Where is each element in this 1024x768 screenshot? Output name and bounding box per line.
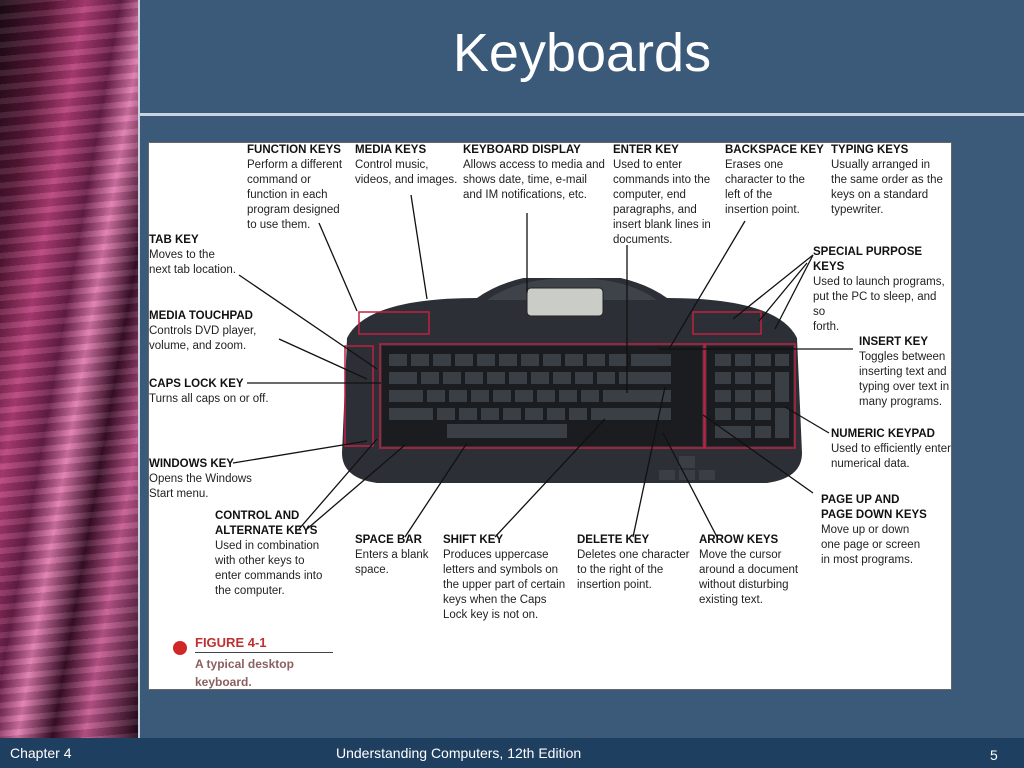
publisher-logo-icon xyxy=(173,641,187,655)
slide-title: Keyboards xyxy=(452,23,712,83)
caption-divider xyxy=(195,652,333,653)
keyboard-illustration xyxy=(342,278,802,483)
figure-number: FIGURE 4-1 xyxy=(195,635,267,650)
divider-vertical xyxy=(138,0,140,738)
divider-horizontal xyxy=(140,113,1024,116)
footer-book-title: Understanding Computers, 12th Edition xyxy=(336,745,582,761)
footer-chapter: Chapter 4 xyxy=(10,745,72,761)
decorative-side-art xyxy=(0,0,138,738)
figure-caption: A typical desktop keyboard. xyxy=(195,657,294,689)
page-number: 5 xyxy=(990,747,998,763)
callout-lines xyxy=(232,194,853,538)
slide-footer: Chapter 4 Understanding Computers, 12th … xyxy=(0,738,1024,768)
